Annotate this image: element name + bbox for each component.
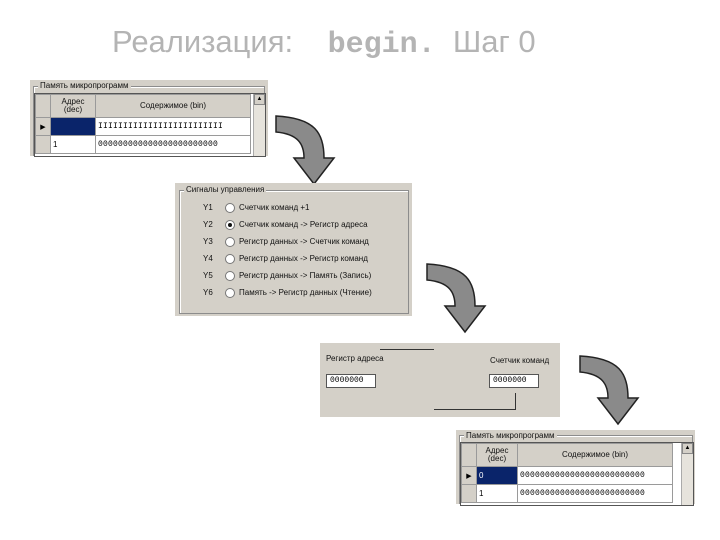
signal-id: Y3 — [203, 237, 213, 247]
row-indicator — [461, 484, 477, 503]
curved-arrow-icon — [579, 355, 640, 426]
mem-table-bottom: Адрес (dec) Содержимое (bin) ▶ 0 0000000… — [461, 443, 673, 503]
title-prefix: Реализация: — [112, 24, 294, 59]
col-addr-header[interactable]: Адрес (dec) — [476, 443, 518, 467]
scroll-up-icon[interactable]: ▲ — [254, 94, 265, 105]
mem-header-row: Адрес (dec) Содержимое (bin) — [461, 443, 673, 467]
radio-button[interactable] — [225, 271, 235, 281]
signal-option-y2[interactable]: Y2 Счетчик команд -> Регистр адреса — [203, 220, 368, 237]
table-row[interactable]: ▶ 0 0000000000000000000000000 — [461, 466, 673, 485]
radio-button-checked[interactable] — [225, 220, 235, 230]
content-cell[interactable]: 0000000000000000000000000 — [517, 484, 673, 503]
register-bracket-line — [434, 409, 516, 410]
radio-button[interactable] — [225, 254, 235, 264]
addr-cell[interactable] — [50, 117, 96, 136]
signal-text: Регистр данных -> Счетчик команд — [239, 237, 369, 247]
counter-register-field[interactable]: 0000000 — [489, 374, 539, 388]
signal-option-y4[interactable]: Y4 Регистр данных -> Регистр команд — [203, 254, 368, 271]
mem-panel-bottom: Память микропрограмм Адрес (dec) Содержи… — [456, 430, 695, 506]
mem-grid-top[interactable]: Адрес (dec) Содержимое (bin) ▶ IIIIIIIII… — [34, 93, 266, 157]
signal-id: Y6 — [203, 288, 213, 298]
title-suffix: Шаг 0 — [452, 24, 536, 59]
addr-register-field[interactable]: 0000000 — [326, 374, 376, 388]
curved-arrow-icon — [275, 115, 336, 186]
signals-group-label: Сигналы управления — [184, 185, 267, 194]
signal-option-y3[interactable]: Y3 Регистр данных -> Счетчик команд — [203, 237, 369, 254]
addr-cell[interactable]: 1 — [476, 484, 518, 503]
mem-group-label-bottom: Память микропрограмм — [464, 431, 557, 440]
row-indicator — [35, 135, 51, 154]
content-cell[interactable]: 000000000000000000000000 — [95, 135, 251, 154]
col-content-header[interactable]: Содержимое (bin) — [95, 94, 251, 118]
col-addr-header[interactable]: Адрес (dec) — [50, 94, 96, 118]
signal-text: Память -> Регистр данных (Чтение) — [239, 288, 372, 298]
col-content-header[interactable]: Содержимое (bin) — [517, 443, 673, 467]
content-cell[interactable]: IIIIIIIIIIIIIIIIIIIIIIIII — [95, 117, 251, 136]
signals-panel: Сигналы управления Y1 Счетчик команд +1 Y… — [175, 183, 412, 316]
signal-id: Y1 — [203, 203, 213, 213]
row-indicator-header — [35, 94, 51, 118]
mem-grid-bottom[interactable]: Адрес (dec) Содержимое (bin) ▶ 0 0000000… — [460, 442, 694, 506]
vertical-scrollbar[interactable]: ▲ — [253, 94, 265, 156]
table-row[interactable]: ▶ IIIIIIIIIIIIIIIIIIIIIIIII — [35, 117, 251, 136]
table-row[interactable]: 1 0000000000000000000000000 — [461, 484, 673, 503]
signal-text: Регистр данных -> Регистр команд — [239, 254, 368, 264]
signal-option-y6[interactable]: Y6 Память -> Регистр данных (Чтение) — [203, 288, 372, 305]
row-indicator: ▶ — [461, 466, 477, 485]
signal-text: Счетчик команд +1 — [239, 203, 310, 213]
radio-button[interactable] — [225, 237, 235, 247]
row-indicator-header — [461, 443, 477, 467]
slide-title: Реализация: begin. Шаг 0 — [112, 24, 536, 62]
counter-register-label: Счетчик команд — [490, 356, 550, 365]
mem-header-row: Адрес (dec) Содержимое (bin) — [35, 94, 251, 118]
addr-register-label: Регистр адреса — [326, 354, 384, 363]
signal-text: Регистр данных -> Память (Запись) — [239, 271, 372, 281]
scroll-up-icon[interactable]: ▲ — [682, 443, 693, 454]
signal-option-y5[interactable]: Y5 Регистр данных -> Память (Запись) — [203, 271, 371, 288]
signal-id: Y5 — [203, 271, 213, 281]
vertical-scrollbar[interactable]: ▲ — [681, 443, 693, 505]
addr-cell[interactable]: 0 — [476, 466, 518, 485]
title-code: begin. — [327, 28, 436, 62]
curved-arrow-icon — [426, 263, 487, 334]
content-cell[interactable]: 0000000000000000000000000 — [517, 466, 673, 485]
signal-id: Y4 — [203, 254, 213, 264]
mem-table-top: Адрес (dec) Содержимое (bin) ▶ IIIIIIIII… — [35, 94, 251, 154]
register-bracket-line — [515, 393, 516, 409]
radio-button[interactable] — [225, 203, 235, 213]
signal-text: Счетчик команд -> Регистр адреса — [239, 220, 368, 230]
signal-option-y1[interactable]: Y1 Счетчик команд +1 — [203, 203, 309, 220]
registers-panel: Регистр адреса 0000000 Счетчик команд 00… — [320, 343, 560, 417]
table-row[interactable]: 1 000000000000000000000000 — [35, 135, 251, 154]
mem-group-label-top: Память микропрограмм — [38, 81, 131, 90]
row-indicator: ▶ — [35, 117, 51, 136]
signal-id: Y2 — [203, 220, 213, 230]
mem-panel-top: Память микропрограмм Адрес (dec) Содержи… — [30, 80, 268, 157]
signals-group — [179, 190, 409, 314]
addr-cell[interactable]: 1 — [50, 135, 96, 154]
register-bracket-line — [380, 349, 434, 350]
radio-button[interactable] — [225, 288, 235, 298]
